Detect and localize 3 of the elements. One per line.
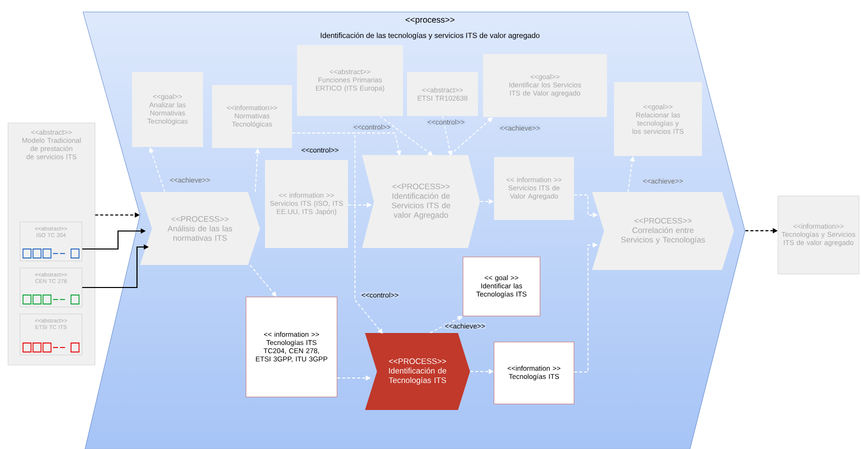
- process-box: <<PROCESS>> Identificación de Tecnologías ITS: [365, 333, 470, 410]
- process-box: <<PROCESS>> Identificación de Servicios ITS de valor Agregado: [362, 155, 480, 248]
- arrow: [380, 116, 433, 156]
